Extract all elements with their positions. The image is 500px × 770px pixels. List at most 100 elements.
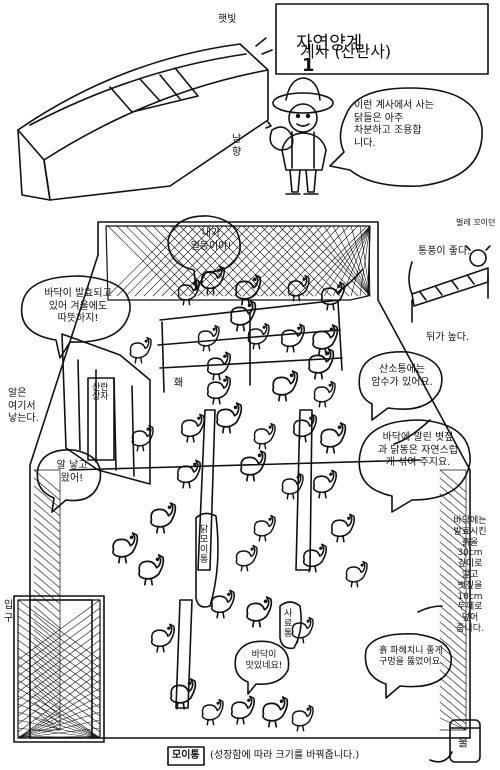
note-floor-depth: 바닥에는 발효시킨 흙을 30cm 깊이로 깔고 볏짚을 10cm 두께로 덮어… bbox=[453, 516, 487, 634]
chicken bbox=[312, 469, 337, 499]
chicken bbox=[131, 424, 154, 452]
chicken bbox=[291, 704, 314, 732]
mesh-line bbox=[260, 225, 332, 297]
mesh-line bbox=[33, 701, 61, 725]
chicken bbox=[197, 324, 220, 352]
mesh-line bbox=[350, 225, 371, 297]
mesh-line bbox=[439, 469, 467, 493]
bubble-chick-top-text: 내가 일등이야! bbox=[190, 228, 232, 252]
chicken bbox=[281, 472, 304, 500]
chicken bbox=[206, 351, 231, 381]
mesh-line bbox=[439, 669, 467, 693]
mesh-line bbox=[33, 621, 61, 645]
chicken bbox=[292, 413, 317, 443]
mesh-line bbox=[439, 477, 467, 501]
label-entrance: 입구 bbox=[4, 600, 14, 624]
mesh-line bbox=[439, 693, 467, 717]
bubble-feeder-text: 닭모이통 bbox=[200, 525, 209, 565]
bubble-floor-straw-text: 바닥에 깔린 볏짚 과 닭똥은 자연스럽 게 섞여 주지요. bbox=[378, 432, 458, 468]
bubble-floor-warm bbox=[20, 275, 131, 359]
mesh-line bbox=[33, 501, 61, 525]
chicken bbox=[280, 323, 305, 353]
bubble-perch-side-text: 산소통에는 암수가 있어요. bbox=[371, 364, 433, 388]
mesh-line bbox=[33, 589, 61, 613]
chicken bbox=[216, 402, 243, 434]
mesh-line bbox=[439, 677, 467, 701]
mesh-line bbox=[439, 653, 467, 677]
mesh-line bbox=[33, 661, 61, 685]
mesh-line bbox=[17, 655, 101, 717]
mesh-line bbox=[33, 629, 61, 653]
mesh-line bbox=[107, 225, 179, 297]
label-perch: 홰 bbox=[174, 378, 184, 389]
mesh-line bbox=[439, 581, 467, 605]
label-nest-box: 산란상자 bbox=[92, 383, 109, 403]
mesh-line bbox=[17, 647, 101, 709]
chicken bbox=[272, 370, 299, 402]
mesh-line bbox=[439, 645, 467, 669]
bubble-chick-top bbox=[167, 215, 241, 291]
mesh-line bbox=[215, 225, 287, 297]
mesh-line bbox=[17, 735, 101, 739]
mesh-line bbox=[33, 685, 61, 709]
label-sunlight: 햇빛 bbox=[218, 14, 237, 25]
mesh-line bbox=[33, 541, 61, 565]
mesh-line bbox=[33, 709, 61, 731]
nest-box bbox=[61, 333, 151, 485]
mesh-line bbox=[33, 557, 61, 581]
bubble-tasty bbox=[234, 640, 290, 695]
chicken bbox=[308, 348, 335, 380]
mesh-line bbox=[188, 225, 260, 297]
mesh-line bbox=[278, 225, 350, 297]
mesh-line bbox=[439, 509, 467, 533]
mesh-line bbox=[33, 573, 61, 597]
mesh-line bbox=[33, 613, 61, 637]
mesh-line bbox=[439, 661, 467, 685]
mesh-line bbox=[170, 225, 242, 297]
mesh-line bbox=[332, 225, 371, 297]
bubble-feeder bbox=[195, 512, 219, 608]
mesh-line bbox=[152, 225, 224, 297]
bubble-perch-side bbox=[358, 351, 443, 421]
mesh-line bbox=[439, 605, 467, 629]
chicken bbox=[230, 300, 257, 332]
title-line2: 계사 (산란사) bbox=[300, 42, 392, 61]
bubble-fun-text: 흙 파헤치니 좋게 구멍을 뚫었어요. bbox=[379, 646, 443, 668]
mesh-line bbox=[33, 509, 61, 533]
chicken bbox=[312, 324, 339, 356]
greenhouse-coop-sketch bbox=[17, 37, 273, 201]
chicken bbox=[201, 698, 224, 726]
coop-structure bbox=[13, 221, 471, 743]
chicken bbox=[313, 380, 336, 408]
mesh-line bbox=[33, 597, 61, 621]
mesh-line bbox=[439, 517, 467, 541]
mesh-line bbox=[17, 671, 101, 733]
ventilation-window bbox=[411, 267, 489, 323]
mesh-line bbox=[368, 225, 371, 297]
chicken bbox=[235, 544, 258, 572]
bubble-fun bbox=[364, 633, 453, 699]
chicken bbox=[138, 554, 165, 586]
mesh-line bbox=[17, 703, 101, 739]
mesh-line bbox=[287, 225, 359, 297]
chicken bbox=[240, 450, 267, 482]
title-number: 1 bbox=[302, 55, 315, 76]
label-ventilation: 통풍이 좋다. bbox=[418, 246, 471, 257]
mesh-line bbox=[439, 533, 467, 557]
bubble-farmer bbox=[329, 87, 483, 187]
mesh-line bbox=[439, 613, 467, 637]
label-back-high: 뒤가 높다. bbox=[426, 332, 470, 343]
note-eggs-here: 알은 여기서 낳는다. bbox=[8, 388, 39, 424]
mesh-line bbox=[439, 589, 467, 613]
mesh-line bbox=[33, 525, 61, 549]
mesh-line bbox=[33, 605, 61, 629]
bubble-floor-straw bbox=[358, 419, 471, 513]
mesh-line bbox=[323, 225, 371, 297]
bubble-farmer-text: 이런 계사에서 사는 닭들은 아주 차분하고 조용합 니다. bbox=[354, 100, 434, 149]
title-line1: 자연양계 1 bbox=[296, 10, 362, 78]
chicken bbox=[176, 459, 201, 489]
small-chick-right bbox=[465, 245, 491, 267]
mesh-line bbox=[439, 493, 467, 517]
